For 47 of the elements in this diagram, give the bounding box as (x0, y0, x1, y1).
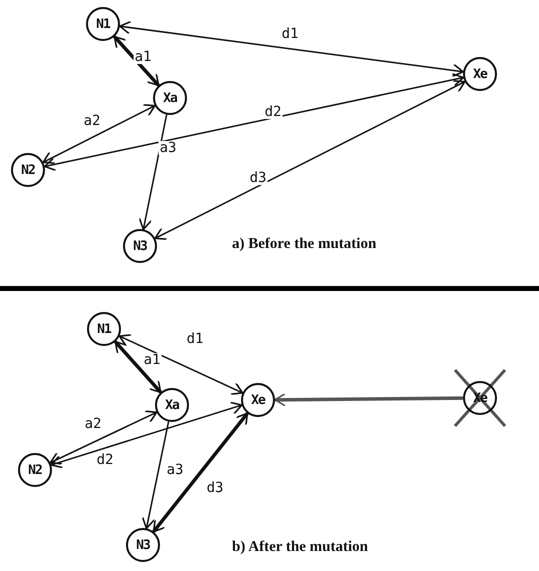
node-label: N1 (97, 322, 111, 336)
connector-arrow (50, 402, 243, 468)
node-label: Xa (163, 90, 177, 106)
connector-arrow (118, 334, 244, 395)
node-circle (87, 312, 121, 346)
connector-arrow (50, 410, 158, 465)
connector-arrow (113, 35, 160, 87)
edge-label: d1 (186, 332, 204, 346)
node-label: Xe (251, 392, 265, 408)
node-label: Xa (165, 398, 179, 412)
edge-label: a2 (84, 417, 102, 431)
node-circle (153, 81, 187, 115)
edge-label: d2 (96, 453, 114, 467)
edge-label: d3 (248, 171, 268, 185)
edge-label: a1 (142, 353, 162, 367)
edge-label: d1 (280, 27, 300, 41)
node-circle (86, 7, 120, 41)
node-circle (18, 453, 52, 487)
node-circle (155, 388, 189, 422)
edge-label: d2 (264, 105, 282, 119)
edge-label: d3 (206, 481, 224, 495)
node-label: N3 (136, 538, 150, 552)
node-circle (126, 528, 160, 562)
connector-arrow (274, 392, 464, 407)
node-circle (11, 153, 45, 187)
edge-label: a1 (134, 50, 152, 64)
connector-arrow (42, 104, 156, 164)
node-label: N2 (28, 462, 42, 478)
node-circle (241, 383, 275, 417)
connector-arrow (142, 422, 170, 530)
edge-label: a3 (166, 463, 184, 477)
node-circle (463, 57, 497, 91)
node-label: N1 (96, 16, 110, 32)
panel-caption: b) After the mutation (232, 539, 368, 556)
node-label: N3 (133, 238, 147, 254)
node-circle (123, 229, 157, 263)
connector-arrow (114, 340, 162, 394)
connector-arrow (44, 72, 464, 172)
node-label: Xe (473, 66, 487, 82)
connector-arrow (138, 114, 168, 230)
edge-label: a3 (158, 141, 178, 155)
connector-arrow (154, 80, 466, 240)
node-label: N2 (21, 162, 35, 178)
connector-arrow (152, 412, 249, 533)
panel-caption: a) Before the mutation (232, 236, 376, 253)
edge-label: a2 (82, 114, 102, 128)
connector-arrow (119, 20, 464, 78)
